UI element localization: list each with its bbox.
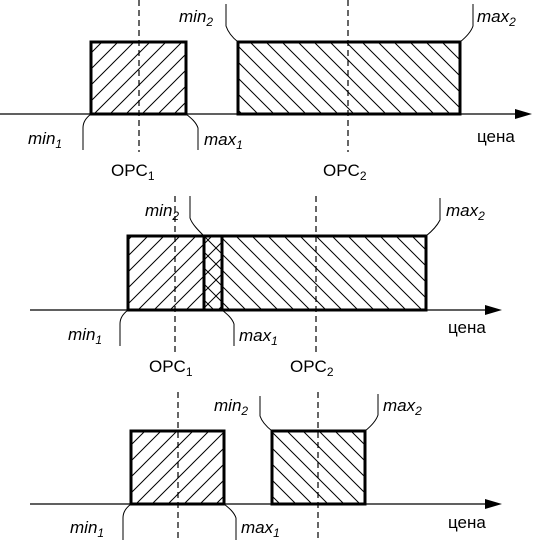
max2-label: max2 [446, 201, 485, 223]
max2-label: max2 [383, 396, 422, 418]
max1-label: max1 [239, 326, 278, 348]
range-2-fill [238, 42, 460, 114]
panel-overlapping-ranges: цена min1 max1 min2 max2 OPC1 OPC2 [30, 196, 502, 379]
min2-tick [189, 196, 205, 237]
min1-tick [122, 503, 132, 540]
min2-label: min2 [214, 396, 248, 418]
min1-label: min1 [28, 129, 62, 151]
opc2-label: OPC2 [290, 357, 334, 379]
axis-arrow-icon [515, 109, 532, 119]
max2-label: max2 [477, 7, 516, 29]
axis-label: цена [477, 127, 515, 146]
axis-arrow-icon [485, 499, 502, 509]
panel-separate-ranges: цена min1 max1 min2 max2 OPC1 OPC2 [0, 0, 532, 183]
min2-label: min2 [145, 201, 179, 223]
min2-tick [225, 4, 239, 43]
axis-arrow-icon [485, 305, 502, 315]
opc1-label: OPC1 [149, 357, 193, 379]
opc2-label: OPC2 [323, 161, 367, 183]
min1-tick [82, 113, 92, 150]
max1-label: max1 [241, 518, 280, 540]
max2-tick [425, 198, 441, 237]
max1-tick [221, 309, 235, 346]
max1-tick [185, 113, 199, 150]
min2-label: min2 [179, 7, 213, 29]
max1-label: max1 [204, 130, 243, 152]
min1-label: min1 [70, 518, 104, 540]
min1-label: min1 [68, 325, 102, 347]
range-2-box [236, 40, 462, 116]
min2-tick [259, 396, 273, 432]
max2-tick [459, 4, 474, 43]
min1-tick [119, 309, 129, 346]
opc1-label: OPC1 [111, 161, 155, 183]
panel-adjacent-ranges: цена min1 max1 min2 max2 [30, 392, 502, 540]
max2-tick [364, 394, 379, 432]
range-2-fill [204, 236, 426, 310]
max1-tick [223, 503, 237, 540]
axis-label: цена [448, 513, 486, 532]
axis-label: цена [448, 318, 486, 337]
range-2-box [202, 234, 428, 312]
